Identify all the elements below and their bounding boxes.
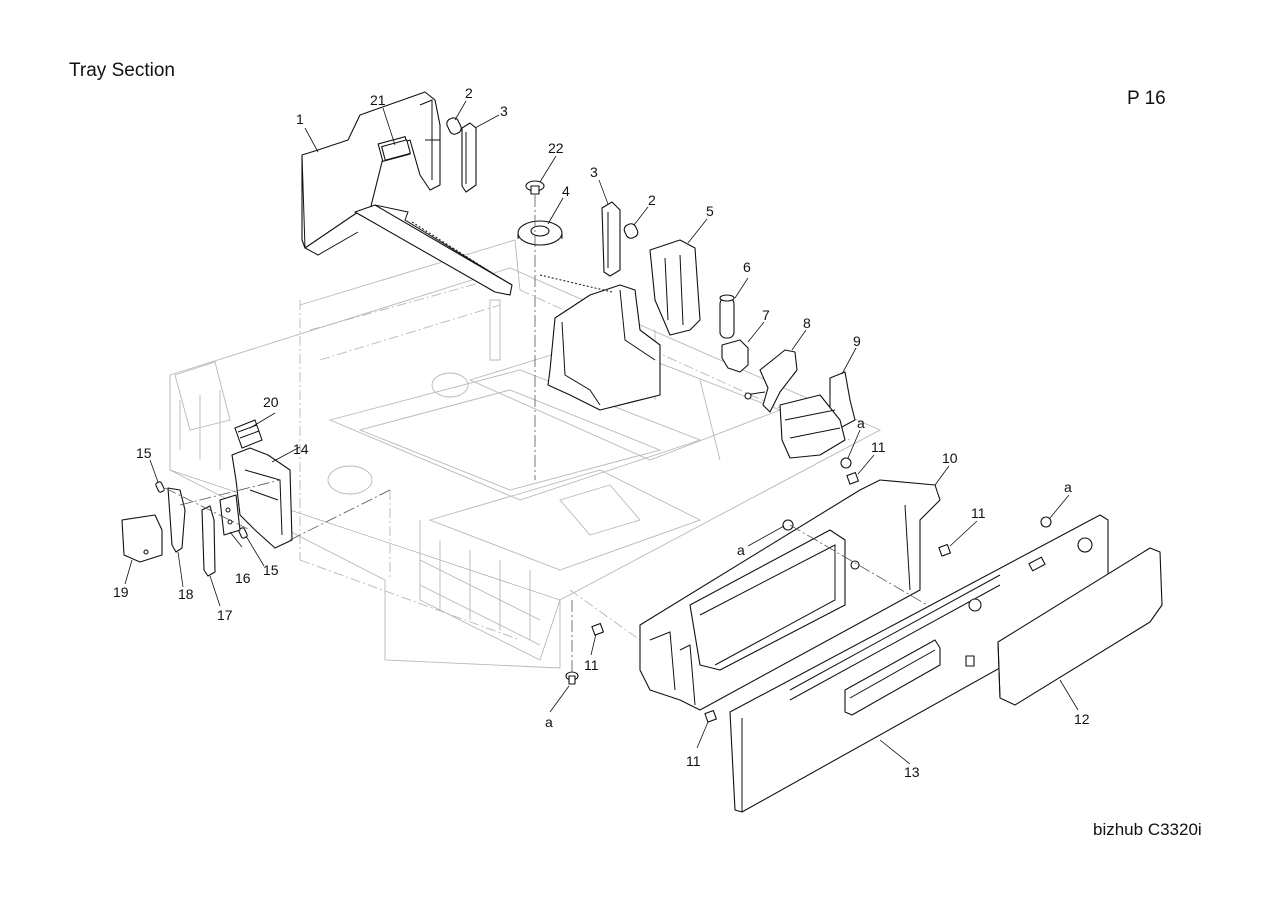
callout-2: 2	[648, 192, 656, 208]
screw-a-middle	[782, 519, 971, 631]
page-title: Tray Section	[69, 60, 175, 81]
callout-4: 4	[562, 183, 570, 199]
part-20-connector	[234, 419, 263, 449]
callout-22: 22	[548, 140, 564, 156]
part-19-cover	[121, 514, 163, 563]
part-22-screw	[525, 180, 545, 195]
callout-3: 3	[500, 103, 508, 119]
screw-a-right	[840, 457, 852, 469]
callout-11: 11	[971, 505, 986, 521]
callout-18: 18	[178, 586, 194, 602]
callout-16: 16	[235, 570, 251, 586]
part-5-side-guide	[539, 239, 701, 411]
callout-a: a	[737, 542, 745, 558]
model-name: bizhub C3320i	[1093, 820, 1202, 839]
page-number: P 16	[1127, 88, 1166, 109]
part-2-pin-middle	[623, 223, 639, 239]
screw-a-far-right	[1040, 516, 1052, 528]
part-12-panel	[997, 547, 1163, 706]
part-10-inner-frame	[639, 479, 941, 711]
part-3-lever-top	[461, 122, 477, 193]
callout-7: 7	[762, 307, 770, 323]
callout-10: 10	[942, 450, 958, 466]
part-7-latch	[721, 339, 749, 373]
part-1-rear-guide	[301, 91, 513, 296]
callout-2: 2	[465, 85, 473, 101]
callout-15: 15	[136, 445, 152, 461]
callout-14: 14	[293, 441, 309, 457]
tray-body-ghost	[169, 239, 882, 669]
part-9-bracket	[779, 371, 856, 459]
callout-11: 11	[871, 439, 886, 455]
part-8-stopper-lever	[744, 349, 798, 413]
callout-11: 11	[584, 657, 599, 673]
part-4-bushing	[517, 220, 563, 246]
part-18-lever	[167, 487, 186, 553]
callout-21: 21	[370, 92, 386, 108]
callout-13: 13	[904, 764, 920, 780]
part-15-pin	[155, 481, 248, 539]
part-17-bar	[201, 505, 216, 577]
callout-20: 20	[263, 394, 279, 410]
callout-a: a	[545, 714, 553, 730]
callout-a: a	[857, 415, 865, 431]
callout-17: 17	[217, 607, 233, 623]
screw-a-bottom	[565, 600, 579, 685]
callout-6: 6	[743, 259, 751, 275]
callout-19: 19	[113, 584, 129, 600]
part-3-lever-middle	[601, 201, 621, 277]
callout-3: 3	[590, 164, 598, 180]
part-11-pad	[591, 471, 951, 723]
callout-a: a	[1064, 479, 1072, 495]
axis-line-left	[164, 479, 391, 541]
callout-12: 12	[1074, 711, 1090, 727]
callout-1: 1	[296, 111, 304, 127]
callout-5: 5	[706, 203, 714, 219]
leader-lines	[124, 100, 1079, 765]
callout-9: 9	[853, 333, 861, 349]
callout-11: 11	[686, 753, 701, 769]
callout-labels: 1 21 2 3 22 4 3 2 5 6 7 8 9 a 11 10 11 a…	[113, 85, 1090, 780]
part-16-plate	[219, 494, 241, 536]
part-6-roller	[719, 294, 735, 339]
part-2-pin-top	[446, 117, 462, 135]
callout-8: 8	[803, 315, 811, 331]
callout-15: 15	[263, 562, 279, 578]
